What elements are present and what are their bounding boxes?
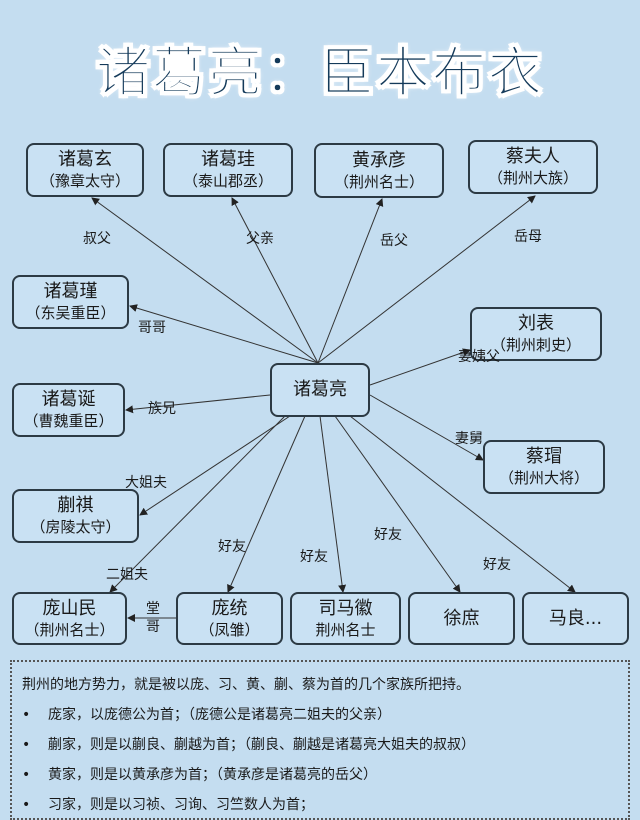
- edge-dan: [125, 394, 271, 414]
- notes-item-text: 习家，则是以习祯、习询、习竺数人为首；: [48, 797, 314, 813]
- notes-item-text: 庞家，以庞德公为首；（庞德公是诸葛亮二姐夫的父亲）: [48, 707, 391, 723]
- node-name: 诸葛诞: [41, 389, 96, 410]
- node-title: 荆州名士: [315, 620, 376, 639]
- relation-label: 好友: [483, 557, 511, 573]
- edge-jin: [129, 304, 319, 364]
- relation-label: 哥哥: [138, 320, 166, 336]
- relation-label: 大姐夫: [125, 475, 167, 491]
- relation-edges: [91, 195, 576, 622]
- center-name: 诸葛亮: [293, 379, 347, 400]
- notes-item: • 黄家，则是以黄承彦为首；（黄承彦是诸葛亮的岳父）: [22, 760, 618, 790]
- relation-label: 妻姨父: [458, 349, 500, 365]
- node-title: （荆州名士）: [333, 172, 424, 191]
- bullet: •: [22, 737, 31, 753]
- node-title: （荆州大将）: [498, 469, 589, 487]
- relation-label: 二姐夫: [106, 567, 148, 583]
- edge-sima: [319, 415, 347, 593]
- node-pang-tong: 庞统（凤雏）: [176, 592, 283, 645]
- node-zhuge-gui: 诸葛珪 （泰山郡丞）: [163, 143, 293, 197]
- node-pang-shanmin: 庞山民（荆州名士）: [12, 592, 127, 645]
- notes-item: • 习家，则是以习祯、习询、习竺数人为首；: [22, 790, 618, 820]
- node-kuai-qi: 蒯祺 （房陵太守）: [12, 489, 139, 543]
- node-zhuge-liang: 诸葛亮: [270, 363, 370, 417]
- node-title: （曹魏重臣）: [23, 412, 114, 430]
- relation-label: 堂哥: [146, 601, 160, 635]
- node-title: （荆州名士）: [24, 620, 115, 639]
- node-cai-furen: 蔡夫人 （荆州大族）: [468, 140, 598, 194]
- node-name: 黄承彦: [352, 149, 406, 171]
- edge-kuai: [139, 415, 291, 516]
- page-title: 诸葛亮：臣本布衣: [96, 41, 544, 105]
- edge-xu: [334, 415, 461, 593]
- relation-label: 好友: [300, 549, 328, 565]
- node-name: 庞山民: [42, 597, 97, 619]
- node-zhuge-jin: 诸葛瑾 （东吴重臣）: [12, 275, 129, 329]
- relation-label: 叔父: [83, 231, 111, 247]
- node-name: 马良...: [548, 607, 603, 629]
- edge-cai: [317, 195, 536, 364]
- notes-intro: 荆州的地方势力，就是被以庞、习、黄、蒯、蔡为首的几个家族所把持。: [22, 677, 470, 693]
- relation-label: 妻舅: [455, 431, 483, 447]
- node-title: （房陵太守）: [30, 518, 121, 536]
- node-title: （泰山郡丞）: [182, 172, 273, 190]
- bullet: •: [22, 707, 31, 723]
- edge-pangsm: [109, 415, 286, 593]
- node-title: （荆州刺史）: [490, 336, 581, 354]
- notes-item: • 庞家，以庞德公为首；（庞德公是诸葛亮二姐夫的父亲）: [22, 700, 618, 730]
- relation-label: 父亲: [246, 231, 274, 247]
- node-ma-liang: 马良...: [522, 592, 629, 645]
- edge-pangt: [227, 415, 306, 593]
- relation-label: 岳父: [380, 233, 408, 249]
- notes-item-text: 蒯家，则是以蒯良、蒯越为首；（蒯良、蒯越是诸葛亮大姐夫的叔叔）: [48, 737, 475, 753]
- bullet: •: [22, 767, 31, 783]
- node-name: 庞统: [211, 597, 248, 619]
- node-title: （荆州大族）: [487, 169, 578, 187]
- node-sima-hui: 司马徽荆州名士: [290, 592, 401, 645]
- node-liu-biao: 刘表 （荆州刺史）: [470, 307, 602, 361]
- edge-xuan: [91, 197, 319, 364]
- edge-huang: [317, 198, 384, 364]
- node-name: 诸葛珪: [201, 149, 255, 170]
- notes-item: • 蒯家，则是以蒯良、蒯越为首；（蒯良、蒯越是诸葛亮大姐夫的叔叔）: [22, 730, 618, 760]
- node-cai-mao: 蔡瑁 （荆州大将）: [483, 440, 605, 494]
- edge-caimao: [369, 394, 484, 461]
- node-name: 蔡瑁: [526, 446, 562, 467]
- node-name: 徐庶: [443, 607, 480, 629]
- node-title: （东吴重臣）: [25, 304, 116, 322]
- bullet: •: [22, 797, 31, 813]
- node-name: 诸葛瑾: [43, 281, 98, 302]
- notes-item-text: 黄家，则是以黄承彦为首；（黄承彦是诸葛亮的岳父）: [48, 767, 377, 783]
- node-zhuge-xuan: 诸葛玄 （豫章太守）: [26, 143, 144, 197]
- node-name: 刘表: [518, 313, 554, 334]
- edge-liubiao: [369, 348, 471, 386]
- node-name: 司马徽: [318, 597, 373, 619]
- node-name: 蔡夫人: [506, 146, 560, 167]
- relation-label: 岳母: [514, 229, 542, 245]
- relation-label: 好友: [374, 527, 402, 543]
- relation-label: 好友: [218, 539, 246, 555]
- node-xu-shu: 徐庶: [408, 592, 515, 645]
- node-zhuge-dan: 诸葛诞 （曹魏重臣）: [12, 383, 125, 437]
- edge-gui: [231, 197, 319, 364]
- node-huang-chengyan: 黄承彦（荆州名士）: [314, 143, 444, 198]
- node-name: 蒯祺: [57, 495, 94, 516]
- edge-ma: [349, 415, 576, 593]
- node-title: （豫章太守）: [39, 172, 130, 190]
- node-name: 诸葛玄: [58, 149, 112, 170]
- notes-box: 荆州的地方势力，就是被以庞、习、黄、蒯、蔡为首的几个家族所把持。 • 庞家，以庞德…: [10, 660, 630, 820]
- node-title: （凤雏）: [199, 620, 260, 639]
- relation-label: 族兄: [148, 401, 176, 417]
